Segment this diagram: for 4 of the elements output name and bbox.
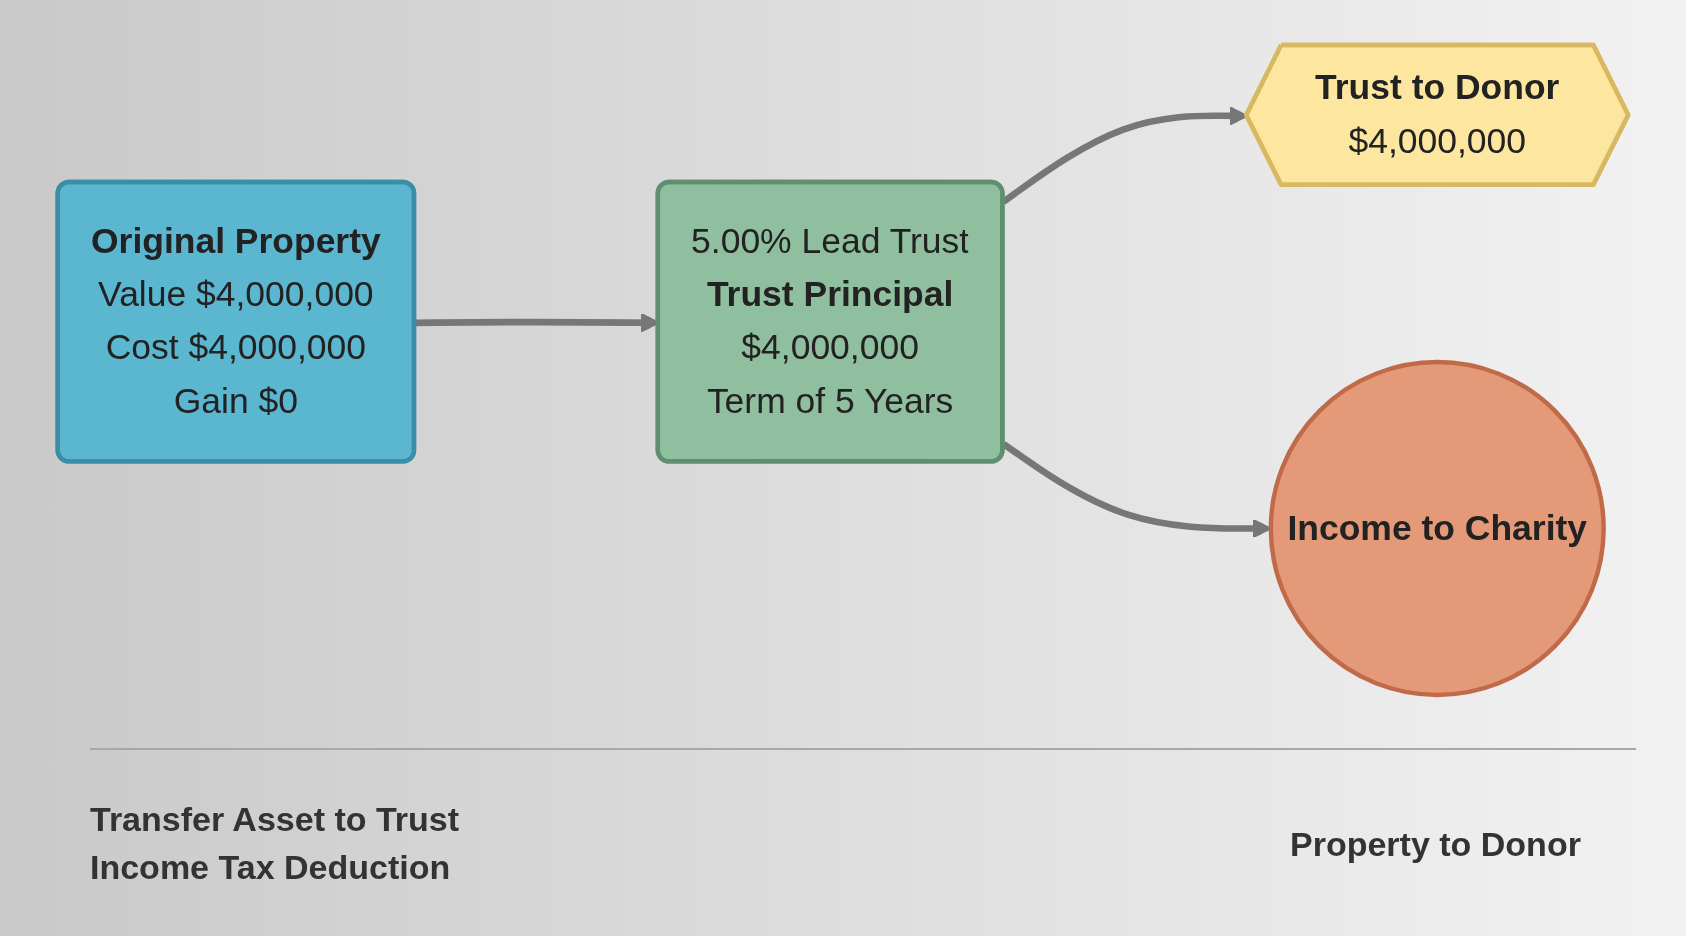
note-text: Property to Donor [1290,825,1581,864]
node-circle: Income to Charity [1268,359,1606,698]
note-text: Income Tax Deduction [90,848,451,887]
note-text: Transfer Asset to Trust [90,800,460,839]
